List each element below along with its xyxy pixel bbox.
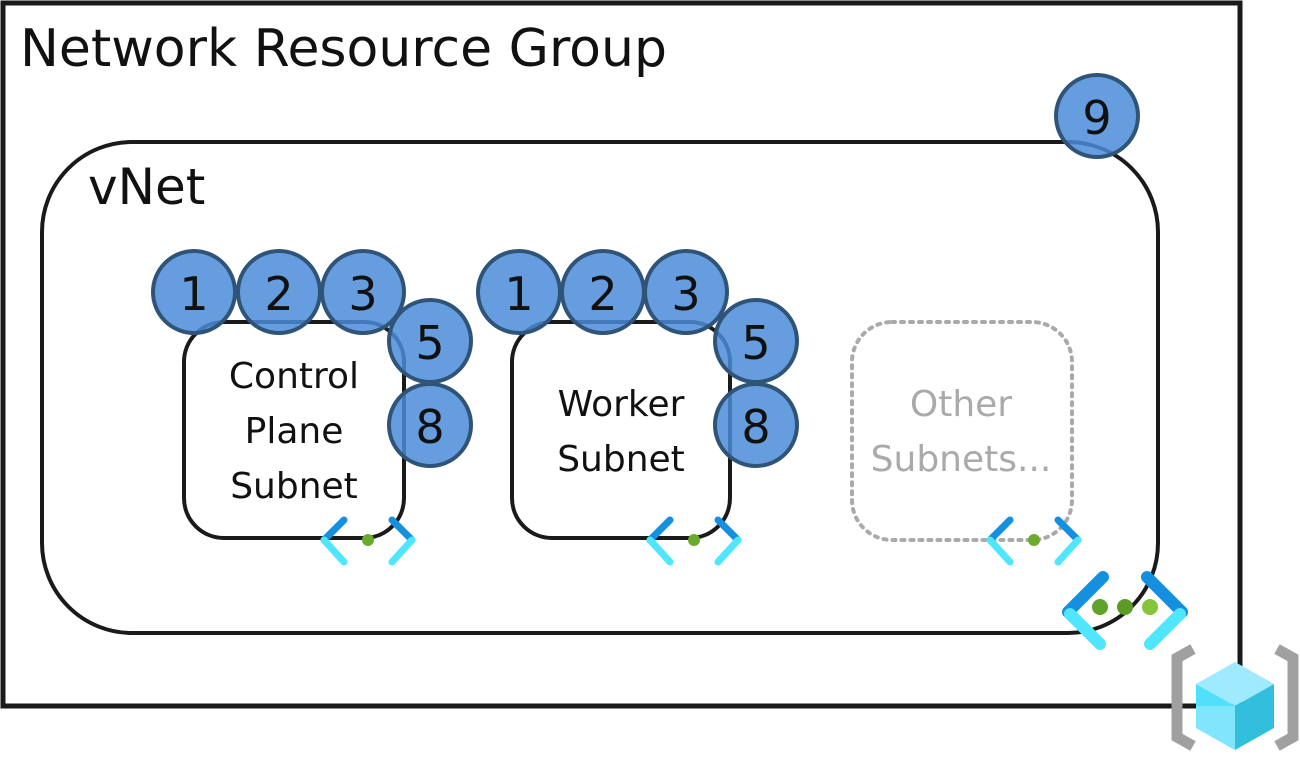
svg-text:8: 8	[415, 400, 444, 454]
svg-text:1: 1	[179, 267, 208, 321]
svg-text:3: 3	[671, 267, 700, 321]
vnet-icon	[1062, 571, 1188, 650]
badge-5: 5	[713, 298, 799, 384]
svg-text:1: 1	[504, 267, 533, 321]
badge-8: 8	[387, 382, 473, 468]
badge-2: 2	[560, 249, 646, 335]
control-plane-subnet[interactable]: Control Plane Subnet	[182, 320, 406, 540]
subnet-label-line: Subnet	[557, 439, 685, 480]
subnet-label-line: Worker	[558, 384, 685, 425]
subnet-label-line: Plane	[245, 411, 344, 452]
badge-8: 8	[713, 382, 799, 468]
subnet-label-line: Subnets...	[871, 439, 1052, 480]
resource-group-icon	[1171, 644, 1299, 751]
subnet-label-line: Subnet	[230, 466, 358, 507]
badge-9: 9	[1054, 73, 1140, 159]
resource-group-border	[0, 0, 1243, 709]
badge-2: 2	[236, 249, 322, 335]
svg-text:3: 3	[348, 267, 377, 321]
badge-3: 3	[320, 249, 406, 335]
vnet-border	[40, 140, 1160, 635]
vnet-title: vNet	[88, 158, 205, 216]
subnet-label-line: Other	[910, 384, 1012, 425]
badge-1: 1	[151, 249, 237, 335]
subnet-label-line: Control	[229, 356, 359, 397]
other-subnets[interactable]: Other Subnets...	[850, 320, 1074, 542]
svg-text:2: 2	[588, 267, 617, 321]
badge-5: 5	[387, 298, 473, 384]
svg-text:9: 9	[1082, 91, 1111, 145]
svg-text:5: 5	[741, 316, 770, 370]
subnet-icon	[650, 520, 738, 562]
worker-subnet[interactable]: Worker Subnet	[510, 320, 732, 540]
subnet-icon	[324, 520, 412, 562]
badge-3: 3	[643, 249, 729, 335]
badge-1: 1	[476, 249, 562, 335]
svg-text:8: 8	[741, 400, 770, 454]
svg-text:5: 5	[415, 316, 444, 370]
svg-text:2: 2	[264, 267, 293, 321]
resource-group-title: Network Resource Group	[20, 19, 667, 79]
